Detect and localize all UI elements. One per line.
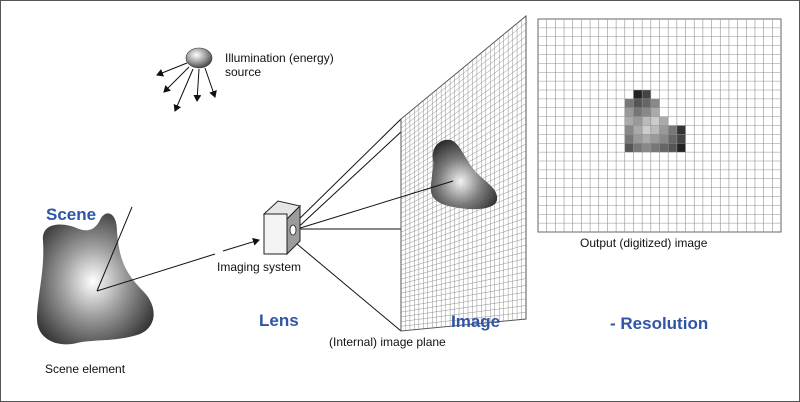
scene-to-camera-arrow bbox=[222, 237, 260, 252]
resolution-heading: - Resolution bbox=[610, 314, 709, 333]
scene-element-shape bbox=[37, 213, 154, 345]
output-image-label: Output (digitized) image bbox=[580, 236, 708, 250]
scene-to-camera-ray bbox=[96, 253, 216, 292]
scene-heading: Scene bbox=[46, 205, 97, 224]
image-plane-grid bbox=[296, 14, 527, 332]
illumination-label-line2: source bbox=[225, 65, 262, 79]
output-digitized-grid bbox=[537, 18, 782, 233]
lens-heading: Lens bbox=[259, 311, 299, 330]
projected-image-shape bbox=[430, 139, 498, 210]
image-heading: Image bbox=[451, 312, 501, 331]
reflected-ray bbox=[96, 206, 133, 292]
light-source-icon bbox=[156, 47, 217, 112]
image-plane-label: (Internal) image plane bbox=[329, 335, 446, 349]
imaging-system-icon bbox=[262, 200, 301, 256]
scene-element-label: Scene element bbox=[45, 362, 126, 376]
imaging-system-label: Imaging system bbox=[217, 260, 302, 274]
illumination-label: Illumination (energy) source bbox=[225, 51, 334, 79]
illumination-label-line1: Illumination (energy) bbox=[225, 51, 334, 65]
